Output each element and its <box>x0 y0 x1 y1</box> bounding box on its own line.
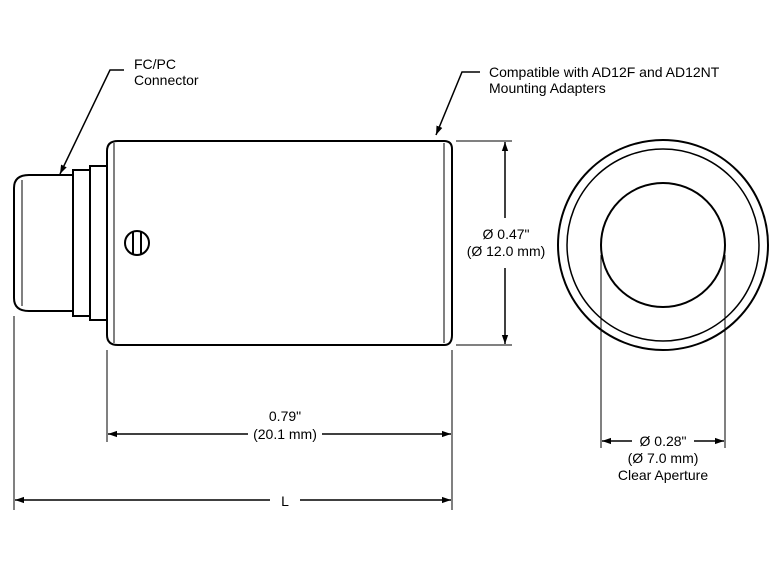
diameter-dimension <box>456 140 512 346</box>
length-dimension <box>106 350 453 510</box>
aperture-dimension <box>600 255 726 448</box>
connector-label-line1: FC/PC <box>134 56 176 72</box>
aperture-label-mm: (Ø 7.0 mm) <box>628 450 699 466</box>
set-screw-icon <box>124 230 150 256</box>
end-view <box>557 139 769 351</box>
connector-leader-line <box>59 69 124 175</box>
compat-label-line1: Compatible with AD12F and AD12NT <box>489 64 720 80</box>
aperture-label-in: Ø 0.28" <box>640 433 687 449</box>
connector-flange <box>72 165 108 321</box>
diameter-label-in: Ø 0.47" <box>483 226 530 242</box>
overall-length-label: L <box>281 493 289 509</box>
length-label-mm: (20.1 mm) <box>253 426 317 442</box>
connector-label-line2: Connector <box>134 72 199 88</box>
length-label-in: 0.79" <box>269 408 301 424</box>
diameter-label-mm: (Ø 12.0 mm) <box>467 243 546 259</box>
main-body <box>106 140 453 346</box>
overall-length-dimension <box>13 316 451 510</box>
compat-label-line2: Mounting Adapters <box>489 80 606 96</box>
compat-leader-line <box>435 71 480 136</box>
fc-pc-connector <box>13 174 74 312</box>
aperture-caption: Clear Aperture <box>618 467 708 483</box>
